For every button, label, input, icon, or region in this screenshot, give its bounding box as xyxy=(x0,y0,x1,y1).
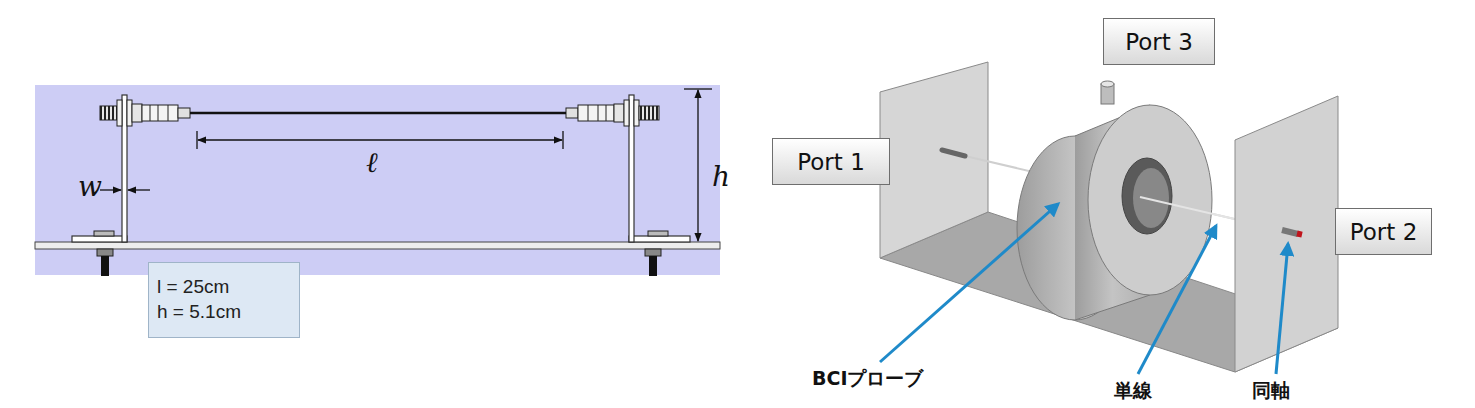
part-label: 単線 xyxy=(1114,378,1152,404)
dimension-line xyxy=(197,131,563,149)
port-box: Port 3 xyxy=(1103,18,1215,65)
dimension-label: ℓ xyxy=(366,146,378,179)
box-text: Port 1 xyxy=(797,149,865,175)
bolt-head xyxy=(94,231,668,236)
bolt xyxy=(101,256,109,276)
background-panel xyxy=(35,85,720,275)
nut xyxy=(645,249,661,256)
dimension-label: h xyxy=(712,160,730,193)
bci-probe xyxy=(1017,81,1212,320)
l-bracket xyxy=(72,95,690,242)
box-text: h = 5.1cm xyxy=(157,300,241,325)
bolt xyxy=(649,256,657,276)
connector xyxy=(100,100,190,126)
dimension-line xyxy=(684,89,712,241)
coax-stub xyxy=(1282,230,1298,234)
port-box: Port 2 xyxy=(1335,208,1432,255)
part-label: 同軸 xyxy=(1252,378,1290,404)
dimension-line xyxy=(100,189,150,190)
box-text: l = 25cm xyxy=(157,275,229,300)
box-text: Port 3 xyxy=(1125,29,1193,55)
box-text: Port 2 xyxy=(1350,219,1418,245)
connector xyxy=(566,100,659,126)
wire xyxy=(190,112,566,115)
port-box: Port 1 xyxy=(772,138,890,185)
leader-arrow xyxy=(880,204,1288,374)
ground-plate xyxy=(35,242,720,249)
coax-stub xyxy=(942,150,965,156)
dimension-label: w xyxy=(78,170,102,203)
nut xyxy=(97,249,113,256)
side-panel xyxy=(1235,96,1338,372)
part-label: BCIプローブ xyxy=(812,366,924,392)
coax-tip xyxy=(1297,234,1302,235)
parameter-box: l = 25cmh = 5.1cm xyxy=(148,262,300,338)
side-panel xyxy=(880,62,988,258)
